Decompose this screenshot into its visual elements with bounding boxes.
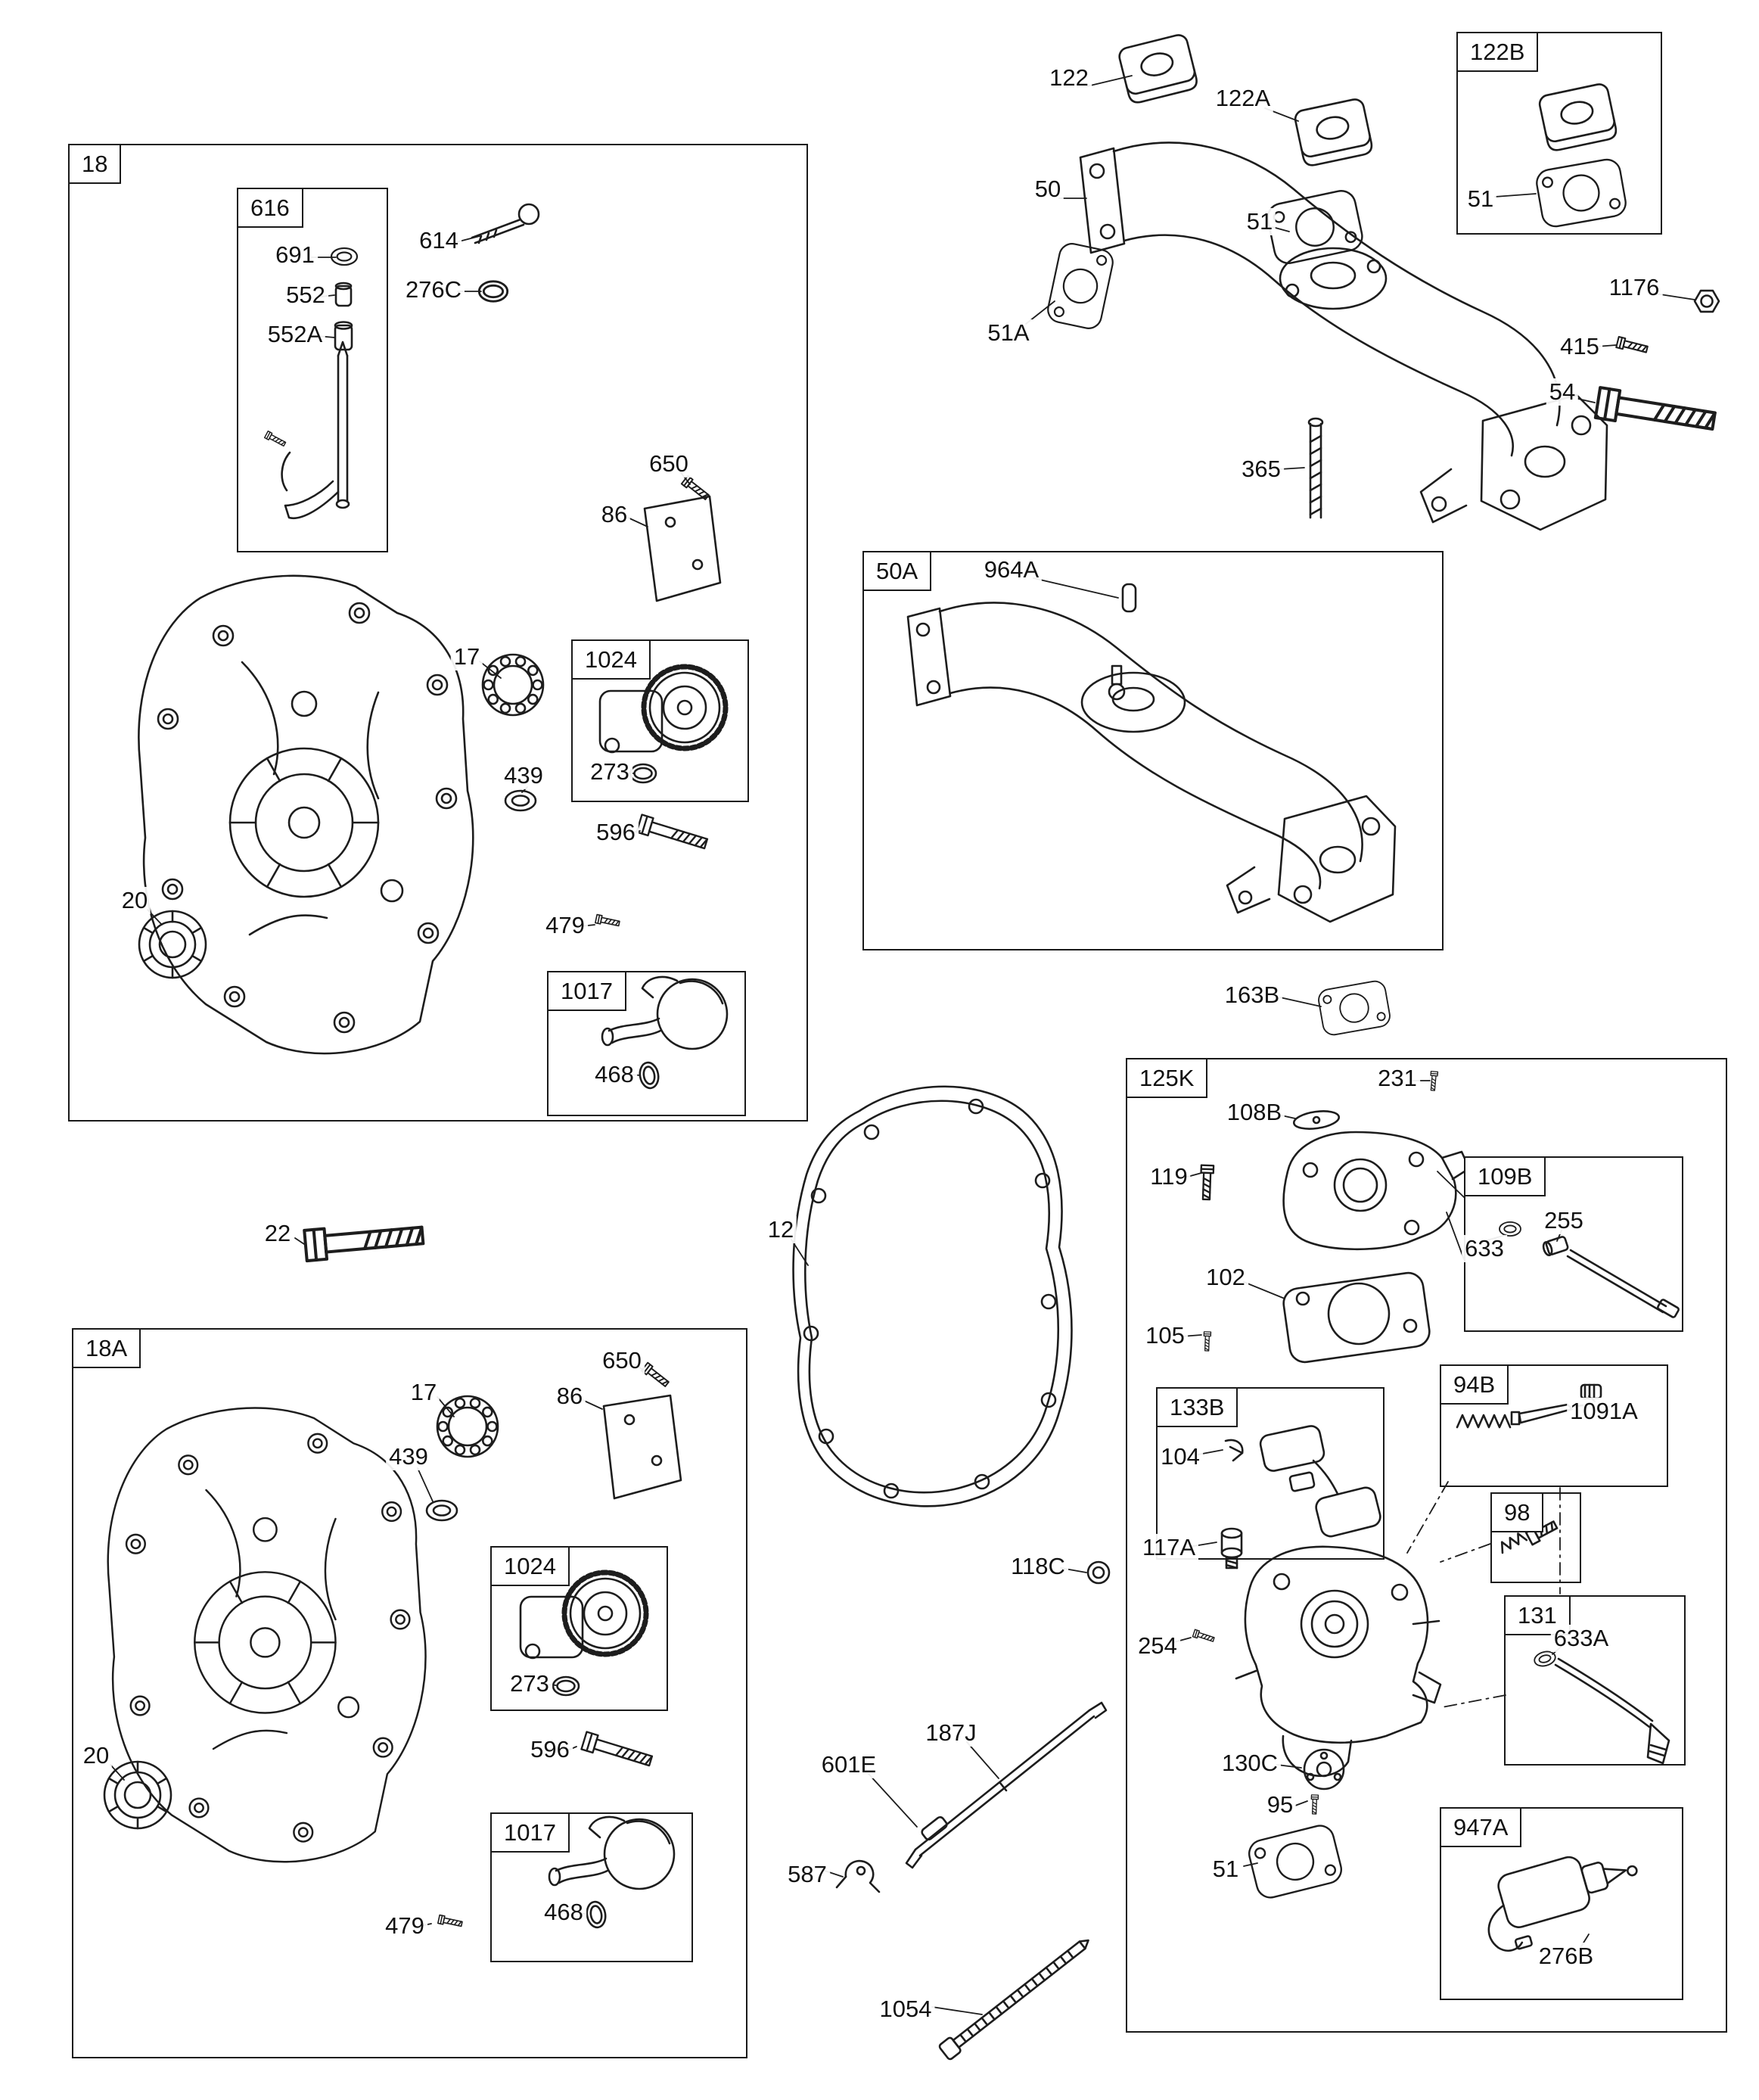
spacer-122b-drawing	[1537, 81, 1619, 153]
bushing-552-drawing	[334, 282, 353, 307]
nut-1176-drawing	[1693, 289, 1720, 313]
choke-lever-131-drawing	[1532, 1648, 1670, 1765]
throttle-rod-187j-drawing	[905, 1701, 1108, 1869]
intake-manifold-50-drawing	[1079, 142, 1608, 531]
gasket-51b-drawing	[1245, 1822, 1345, 1902]
oring-468b-drawing	[583, 1899, 609, 1930]
fuel-solenoid-947a-drawing	[1487, 1856, 1638, 1952]
crankcase-cover-18a-drawing	[107, 1407, 427, 1863]
governor-screw-drawing	[263, 430, 287, 448]
cable-tie-1054-drawing	[938, 1939, 1089, 2061]
welch-plug-108b-drawing	[1292, 1110, 1341, 1130]
clip-104-drawing	[1224, 1439, 1244, 1462]
screw-95-drawing	[1310, 1794, 1319, 1815]
assembly-reference-lines	[1406, 1481, 1561, 1708]
bolt-596b-drawing	[580, 1731, 654, 1771]
carb-upper-body-drawing	[1282, 1131, 1471, 1251]
bearing-17b-drawing	[436, 1395, 499, 1458]
plug-118c-drawing	[1086, 1560, 1111, 1585]
seal-276c-drawing	[477, 280, 509, 303]
governor-crank-drawing	[281, 341, 350, 520]
screw-254-drawing	[1192, 1629, 1216, 1644]
gasket-51-drawing	[1263, 187, 1366, 267]
idle-screw-98-drawing	[1500, 1520, 1559, 1554]
stud-365-drawing	[1307, 417, 1324, 519]
carb-gasket-102-drawing	[1282, 1271, 1431, 1364]
oil-seal-20b-drawing	[103, 1760, 172, 1830]
washer-691-drawing	[330, 247, 359, 266]
bushing-552a-drawing	[334, 321, 353, 351]
needle-105-drawing	[1202, 1331, 1212, 1352]
bolt-22-drawing	[304, 1220, 424, 1261]
crankcase-cover-drawing	[138, 574, 474, 1055]
plug-479b-drawing	[437, 1914, 464, 1929]
crankcase-gasket-12-drawing	[792, 1085, 1073, 1507]
gasket-51-122b-drawing	[1534, 156, 1629, 230]
choke-shaft-109b-drawing	[1499, 1221, 1680, 1318]
washer-439-drawing	[504, 789, 537, 812]
bolt-54-drawing	[1596, 387, 1716, 436]
screw-415-drawing	[1615, 335, 1649, 356]
oil-pump-1024b-drawing	[521, 1573, 646, 1658]
bolt-596-drawing	[636, 814, 710, 854]
fuel-filter-117a-drawing	[1220, 1527, 1243, 1570]
oil-pickup-1017b-drawing	[548, 1815, 676, 1890]
oil-seal-20-drawing	[138, 910, 207, 979]
oring-273b-drawing	[552, 1675, 580, 1697]
screw-231-drawing	[1428, 1070, 1439, 1091]
intake-manifold-50a-drawing	[906, 583, 1397, 923]
spacer-122-drawing	[1116, 32, 1200, 106]
diaphragm-130c-drawing	[1303, 1748, 1345, 1790]
oring-468-drawing	[636, 1059, 662, 1091]
eye-bolt-614-drawing	[471, 203, 540, 244]
oil-pickup-1017-drawing	[601, 975, 729, 1050]
oil-pump-1024-drawing	[600, 667, 726, 752]
gasket-51a-drawing	[1045, 240, 1116, 332]
choke-control-133b-drawing	[1259, 1425, 1381, 1538]
screw-119-drawing	[1199, 1164, 1215, 1201]
screw-650b-drawing	[640, 1361, 671, 1389]
carb-body-drawing	[1235, 1545, 1442, 1777]
plug-479-drawing	[595, 913, 621, 929]
bearing-17-drawing	[481, 653, 545, 717]
breather-plate-86-drawing	[643, 495, 722, 602]
breather-plate-86b-drawing	[602, 1394, 682, 1500]
gasket-163b-drawing	[1316, 978, 1393, 1038]
spacer-122a-drawing	[1292, 96, 1375, 168]
needle-spring-94b-drawing	[1456, 1383, 1602, 1429]
washer-439b-drawing	[425, 1499, 458, 1522]
clamp-587-drawing	[835, 1859, 881, 1893]
coupler-601e-drawing	[921, 1815, 948, 1841]
